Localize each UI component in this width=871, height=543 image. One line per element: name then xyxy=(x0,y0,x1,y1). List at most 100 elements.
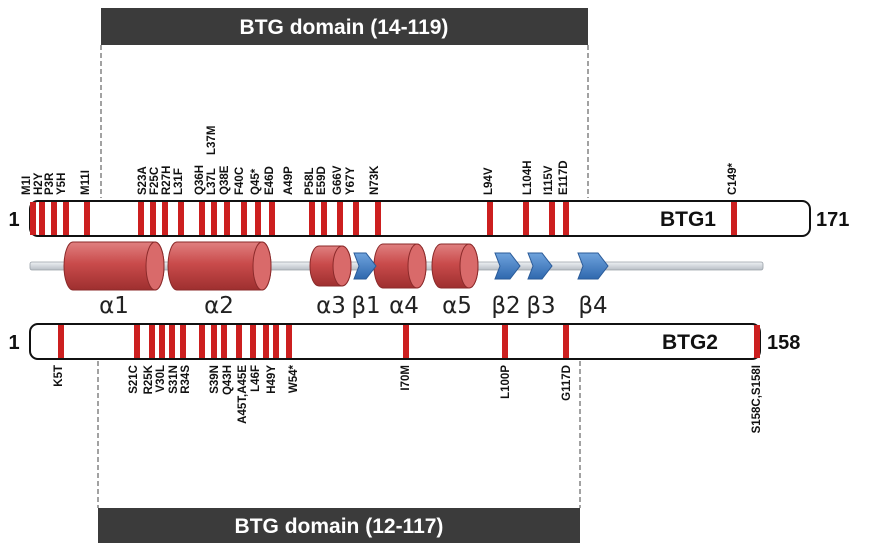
btg1-mutation-mark-18 xyxy=(337,202,343,235)
helix-2 xyxy=(168,242,271,290)
btg1-mutation-mark-4 xyxy=(63,202,69,235)
btg2-mutation-label-s158c-s158i: S158C,S158I xyxy=(751,365,763,433)
btg1-mutation-label-p3r: P3R xyxy=(44,172,56,195)
btg2-mutation-label-q43h: Q43H xyxy=(222,365,234,395)
helix-label-5: α5 xyxy=(442,293,472,319)
btg2-mutation-mark-1 xyxy=(58,325,64,358)
btg1-mutation-mark-8 xyxy=(162,202,168,235)
btg1-mutation-mark-6 xyxy=(138,202,144,235)
btg1-mutation-mark-19 xyxy=(353,202,359,235)
btg2-mutation-mark-4 xyxy=(159,325,165,358)
btg1-mutation-label-r27h: R27H xyxy=(161,166,173,195)
btg1-mutation-label-e117d: E117D xyxy=(558,160,570,195)
btg1-mutation-mark-17 xyxy=(321,202,327,235)
btg2-mutation-label-a45t-a45e: A45T,A45E xyxy=(237,365,249,424)
helix-label-3: α3 xyxy=(316,293,346,319)
helix-label-2: α2 xyxy=(204,293,234,319)
btg2-mutation-mark-8 xyxy=(211,325,217,358)
btg1-mutation-label-f25c: F25C xyxy=(149,167,161,195)
btg1-name: BTG1 xyxy=(660,208,716,231)
btg1-mutation-label-e46d: E46D xyxy=(264,166,276,195)
btg2-mutation-mark-14 xyxy=(286,325,292,358)
helix-label-4: α4 xyxy=(389,293,419,319)
btg2-domain-bar: BTG domain (12-117) xyxy=(98,508,580,543)
btg1-mutation-label-m11i: M11I xyxy=(80,170,92,195)
btg2-mutation-mark-13 xyxy=(273,325,279,358)
btg1-mutation-label-l37m: L37M xyxy=(206,126,218,155)
btg1-mutation-label-a49p: A49P xyxy=(283,166,295,195)
btg2-mutation-label-g117d: G117D xyxy=(561,365,573,401)
btg2-mutation-mark-9 xyxy=(221,325,227,358)
btg1-mutation-label-l94v: L94V xyxy=(483,167,495,195)
btg1-mutation-mark-23 xyxy=(549,202,555,235)
btg2-mutation-mark-16 xyxy=(502,325,508,358)
btg2-mutation-mark-5 xyxy=(169,325,175,358)
btg1-start-label: 1 xyxy=(8,209,19,231)
btg1-mutation-mark-21 xyxy=(487,202,493,235)
btg1-mutation-mark-1 xyxy=(30,202,36,235)
btg1-mutation-label-g66v: G66V xyxy=(332,165,344,195)
btg1-mutation-mark-9 xyxy=(178,202,184,235)
btg1-mutation-label-y5h: Y5H xyxy=(56,173,68,195)
btg1-mutation-label-i115v: I115V xyxy=(543,165,555,195)
btg2-mutation-mark-17 xyxy=(563,325,569,358)
btg2-name: BTG2 xyxy=(662,331,718,354)
btg1-mutation-mark-16 xyxy=(309,202,315,235)
btg1-mutation-label-p58l: P58L xyxy=(304,168,316,196)
btg1-mutation-mark-20 xyxy=(375,202,381,235)
btg1-mutation-label-q45: Q45* xyxy=(250,168,262,195)
btg1-mutation-label-s23a: S23A xyxy=(137,166,149,195)
strand-label-3: β3 xyxy=(526,293,555,319)
btg2-mutation-mark-2 xyxy=(134,325,140,358)
helix-1 xyxy=(64,242,164,290)
secondary-structure xyxy=(30,242,763,290)
strand-4 xyxy=(578,253,608,279)
btg2-mutation-mark-3 xyxy=(149,325,155,358)
btg1-mutation-mark-14 xyxy=(255,202,261,235)
btg2-mutation-label-s39n: S39N xyxy=(209,365,221,394)
btg2-bar: BTG2 xyxy=(30,324,760,359)
btg1-mutation-mark-12 xyxy=(224,202,230,235)
btg1-mutation-label-y67y: Y67Y xyxy=(345,167,357,195)
btg1-domain-bar: BTG domain (14-119) xyxy=(101,8,588,45)
btg2-end-label: 158 xyxy=(767,332,800,354)
btg2-domain-label: BTG domain (12-117) xyxy=(235,515,444,538)
btg1-mutation-label-l31f: L31F xyxy=(173,168,185,195)
btg2-mutation-mark-6 xyxy=(180,325,186,358)
btg1-mutation-mark-3 xyxy=(51,202,57,235)
btg2-mutation-mark-7 xyxy=(199,325,205,358)
btg1-mutation-label-l37l: L37L xyxy=(206,168,218,195)
btg2-mutation-label-r25k: R25K xyxy=(143,364,155,394)
btg2-mutation-mark-15 xyxy=(403,325,409,358)
btg2-mutation-label-s21c: S21C xyxy=(128,365,140,394)
btg1-mutation-mark-24 xyxy=(563,202,569,235)
btg2-mutation-label-l46f: L46F xyxy=(250,365,262,392)
btg1-mutation-mark-25 xyxy=(731,202,737,235)
helix-4 xyxy=(374,244,426,288)
btg2-mutation-label-l100p: L100P xyxy=(500,365,512,399)
btg1-mutation-mark-2 xyxy=(39,202,45,235)
btg1-domain-label: BTG domain (14-119) xyxy=(240,16,449,39)
btg1-bar: BTG1 xyxy=(30,201,810,236)
helix-5 xyxy=(432,244,478,288)
btg1-mutation-label-q36h: Q36H xyxy=(194,165,206,195)
btg1-mutation-mark-10 xyxy=(199,202,205,235)
helix-3 xyxy=(310,246,351,286)
btg2-mutation-label-v30l: V30L xyxy=(155,365,167,393)
btg2-mutation-label-k5t: K5T xyxy=(53,365,65,387)
strand-label-4: β4 xyxy=(578,293,607,319)
btg1-mutation-label-m1i: M1I xyxy=(21,176,33,195)
strand-label-2: β2 xyxy=(491,293,520,319)
btg1-mutation-label-f40c: F40C xyxy=(234,167,246,195)
btg2-mutation-mark-18 xyxy=(754,325,760,358)
btg2-mutation-label-s31n: S31N xyxy=(168,365,180,394)
btg1-mutation-mark-13 xyxy=(241,202,247,235)
btg1-mutation-mark-5 xyxy=(84,202,90,235)
btg2-start-label: 1 xyxy=(8,332,19,354)
btg1-end-label: 171 xyxy=(816,209,849,231)
btg2-mutation-label-i70m: I70M xyxy=(400,365,412,391)
btg1-mutation-label-q38e: Q38E xyxy=(219,165,231,195)
